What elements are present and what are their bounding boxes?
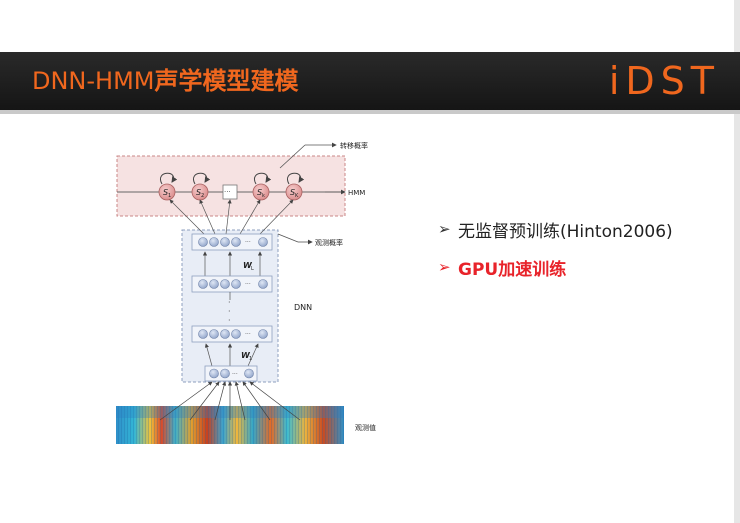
- state-label-sk-sub: k: [262, 193, 265, 199]
- state-node-ellipsis: [222, 184, 238, 200]
- state-label-sK-sub: K: [295, 193, 299, 199]
- input-layer-ellipsis: ···: [232, 371, 238, 378]
- svg-text:·: ·: [228, 316, 231, 325]
- dnn-input-layer: ···: [204, 365, 258, 382]
- bullet-gpu-training: ➢ GPU加速训练: [438, 252, 728, 282]
- slide-title-latin: DNN-HMM: [32, 67, 155, 95]
- transition-label: 转移概率: [340, 141, 368, 150]
- vertical-ellipsis: · · ·: [228, 292, 231, 325]
- weight-w1-main: W: [241, 351, 251, 360]
- dnn-hmm-diagram: S 1 S 2 ··· S k S K 转移概率 HMM: [116, 141, 376, 444]
- weight-w1-sub: 1: [249, 356, 252, 362]
- layer-top-ellipsis: ···: [245, 239, 251, 246]
- bullet-text: 无监督预训练(Hinton2006): [458, 221, 673, 242]
- title-underline: [0, 110, 740, 114]
- svg-text:·: ·: [228, 298, 231, 307]
- emission-label: 观测概率: [315, 238, 343, 247]
- state-label-s2-main: S: [196, 188, 201, 197]
- dnn-layer-second: ···: [191, 275, 273, 293]
- bullet-text: GPU加速训练: [458, 259, 567, 280]
- state-label-s2-sub: 2: [201, 193, 204, 199]
- state-label-s1-sub: 1: [168, 193, 171, 199]
- svg-text:·: ·: [228, 307, 231, 316]
- state-node-sK: S K: [285, 172, 305, 201]
- layer-second-ellipsis: ···: [245, 281, 251, 288]
- state-node-sk: S k: [252, 172, 272, 201]
- layer-third-ellipsis: ···: [245, 331, 251, 338]
- dnn-layer-third: ···: [191, 325, 273, 343]
- emission-arrows: [169, 199, 294, 235]
- state-node-s1: S 1: [158, 172, 178, 201]
- state-label-sk-main: S: [257, 188, 262, 197]
- dnn-label: DNN: [294, 303, 312, 312]
- weight-wl-sub: L: [251, 266, 254, 272]
- slide-title-cjk: 声学模型建模: [154, 67, 299, 95]
- title-bar: DNN-HMM声学模型建模 iDST: [0, 52, 740, 110]
- state-label-sK-main: S: [290, 188, 295, 197]
- bullet-list: ➢ 无监督预训练(Hinton2006) ➢ GPU加速训练: [438, 214, 728, 290]
- transition-leader: [279, 144, 306, 169]
- observation-label: 观测值: [355, 423, 376, 432]
- dnn-layer-top: ···: [191, 233, 273, 251]
- spectrogram: [116, 406, 344, 444]
- bullet-arrow-icon: ➢: [438, 258, 451, 276]
- state-ellipsis-text: ···: [224, 188, 231, 196]
- bullet-pretraining: ➢ 无监督预训练(Hinton2006): [438, 214, 728, 244]
- state-label-s1-main: S: [163, 188, 168, 197]
- idst-logo: iDST: [608, 59, 720, 103]
- weight-wl-main: W: [243, 261, 253, 270]
- observation-arrows: [159, 381, 301, 421]
- bullet-arrow-icon: ➢: [438, 220, 451, 238]
- slide-edge: [734, 0, 740, 523]
- hmm-label: HMM: [348, 189, 365, 197]
- slide-title: DNN-HMM声学模型建模: [32, 66, 299, 96]
